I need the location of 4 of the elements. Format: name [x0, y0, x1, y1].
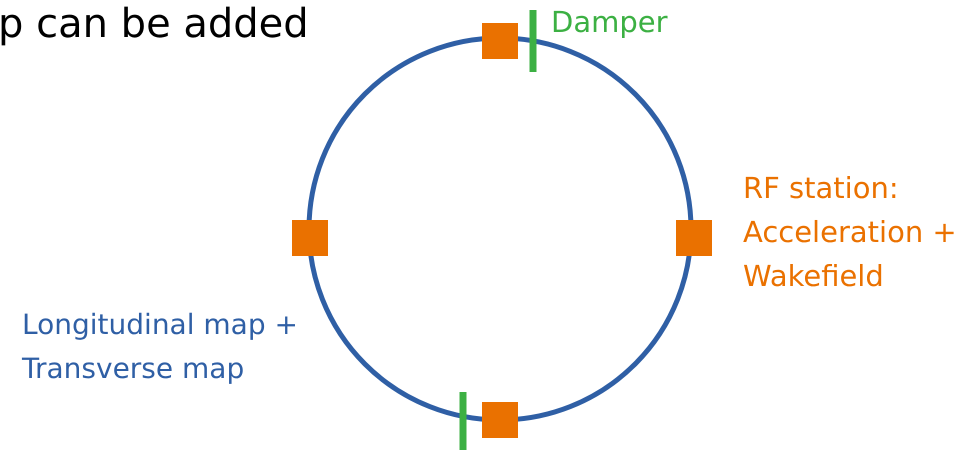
- rf-station-label: RF station: Acceleration + Wakefield: [743, 170, 958, 295]
- map-label: Longitudinal map + Transverse map: [22, 307, 299, 387]
- heading-fragment: p can be added: [0, 2, 310, 46]
- damper-label: Damper: [551, 4, 669, 41]
